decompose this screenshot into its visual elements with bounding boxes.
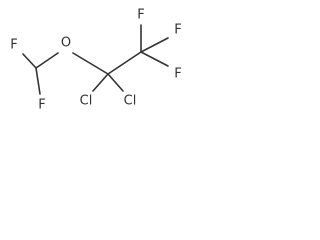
bond-lines (22, 24, 169, 95)
bond-trifluoromethyl-carbon-to-upper-right-f (140, 37, 169, 53)
atom-label-f-top-center: F (137, 8, 144, 23)
bond-difluoromethyl-carbon-to-lower-f (35, 67, 41, 95)
atom-label-o-bridge: O (61, 36, 71, 51)
atom-label-f-right-upper: F (174, 23, 181, 38)
bond-trifluoromethyl-carbon-to-lower-right-f (140, 51, 169, 67)
bond-o-to-chlorinated-carbon (72, 52, 109, 75)
atom-label-f-right-lower: F (174, 67, 181, 82)
bond-difluoromethyl-carbon-to-o (35, 52, 59, 69)
molecule-structure: F F O F F F Cl Cl (10, 8, 181, 113)
bond-f-to-difluoromethyl-carbon (22, 53, 37, 69)
atom-label-cl-right: Cl (124, 94, 137, 109)
structure-diagram: F F O F F F Cl Cl (0, 0, 188, 118)
atom-label-f-bottom-left: F (38, 98, 45, 113)
bond-chlorinated-carbon-to-right-cl (107, 73, 124, 92)
atom-label-cl-left: Cl (80, 94, 93, 109)
bond-chlorinated-carbon-to-trifluoromethyl-carbon (107, 51, 142, 75)
bond-chlorinated-carbon-to-left-cl (92, 73, 109, 92)
atom-label-f-top-left: F (10, 38, 17, 53)
atom-labels: F F O F F F Cl Cl (10, 8, 181, 113)
